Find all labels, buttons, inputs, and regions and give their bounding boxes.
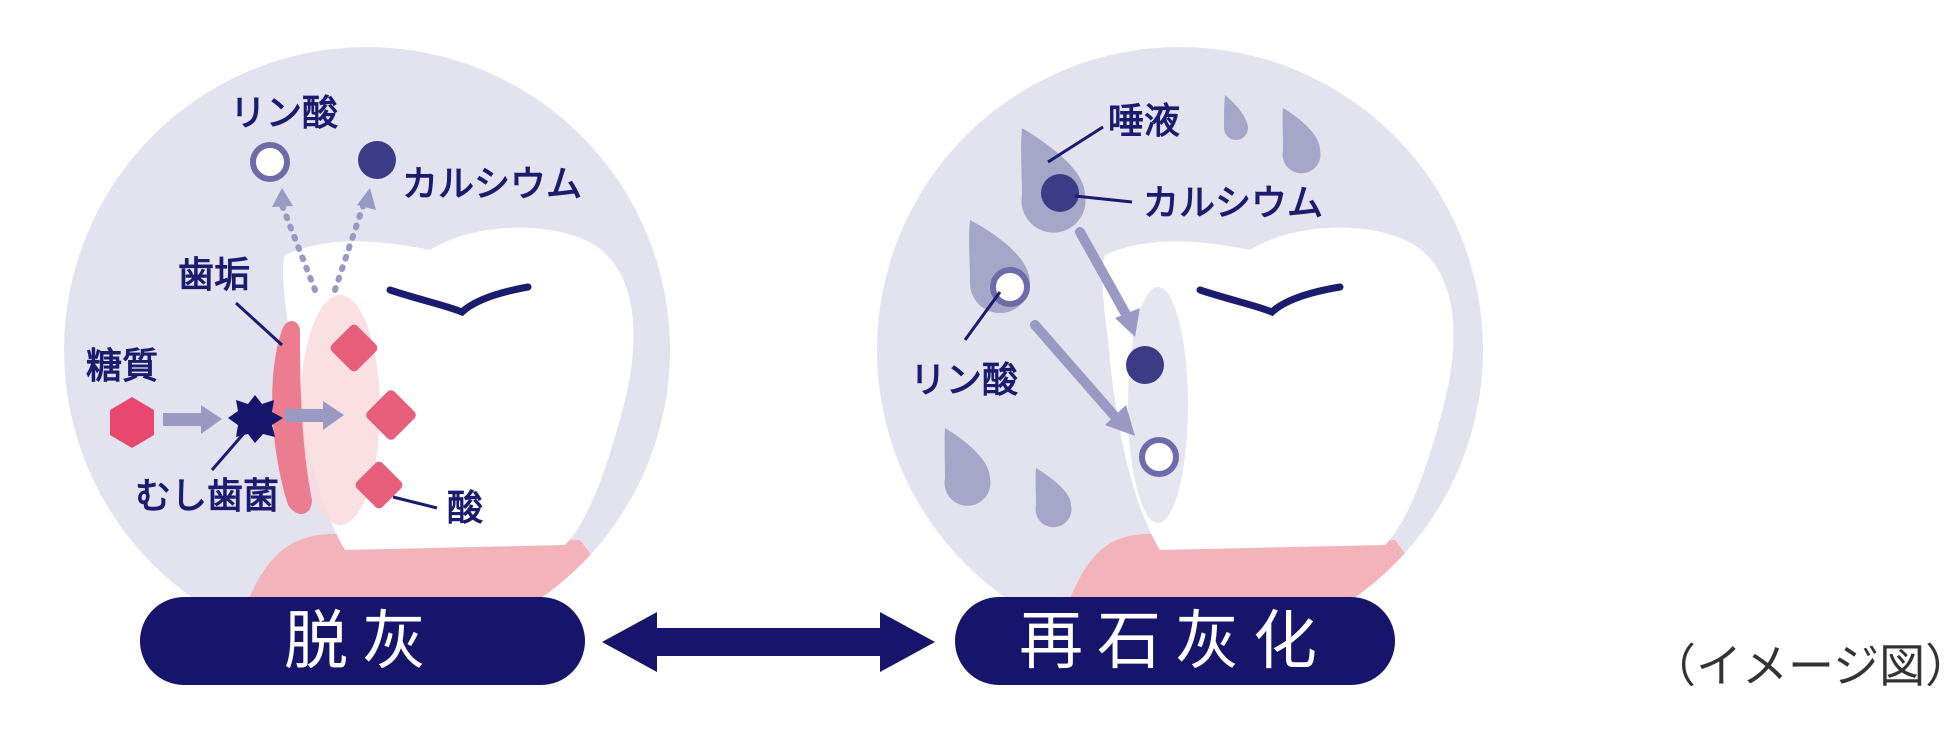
bacteria-to-acid-shaft (285, 409, 325, 422)
label-saliva: 唾液 (1108, 101, 1180, 142)
label-plaque: 歯垢 (178, 255, 250, 296)
badge-label: 脱灰 (284, 605, 440, 679)
badge-label: 再石灰化 (1019, 605, 1331, 679)
label-phosphate-right: リン酸 (910, 360, 1018, 401)
calcium-ion-saliva (1041, 174, 1079, 212)
label-acid: 酸 (447, 488, 483, 529)
label-calcium-right: カルシウム (1143, 183, 1323, 224)
phosphate-ion-deposited (1142, 440, 1176, 474)
sugar-to-bacteria-shaft (163, 413, 203, 426)
label-bacteria: むし歯菌 (135, 476, 279, 517)
reversible-double-arrow (602, 612, 935, 672)
phosphate-ion-released (253, 145, 287, 179)
phosphate-ion-saliva (993, 270, 1027, 304)
demineralization-badge: 脱灰 (140, 597, 585, 685)
calcium-ion-deposited (1126, 346, 1164, 384)
remineralization-panel: 唾液 カルシウム リン酸 (877, 47, 1483, 653)
calcium-ion-released (358, 141, 396, 179)
demineralization-panel: リン酸 カルシウム 歯垢 糖質 むし歯菌 酸 (64, 47, 670, 653)
image-caption: （イメージ図） (1650, 639, 1950, 693)
label-calcium: カルシウム (402, 164, 582, 205)
remineralization-badge: 再石灰化 (955, 597, 1395, 685)
label-phosphate: リン酸 (230, 93, 338, 134)
label-sugar: 糖質 (86, 346, 158, 387)
